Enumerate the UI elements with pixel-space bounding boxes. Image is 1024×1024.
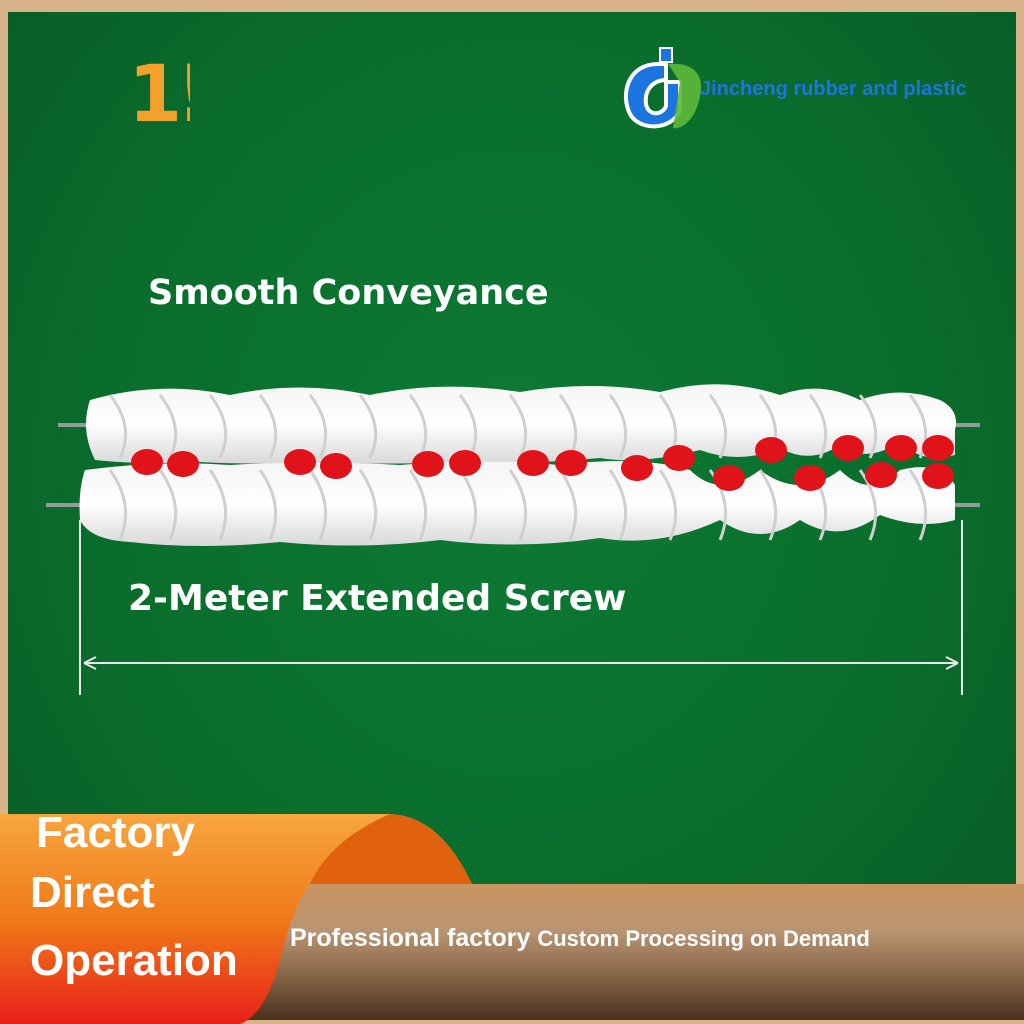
dimension-label: 2-Meter Extended Screw [128, 578, 627, 619]
red-pellet [131, 449, 163, 475]
red-pellet [284, 449, 316, 475]
badge-line-direct: Direct [30, 868, 155, 917]
red-pellet [663, 445, 695, 471]
tagline-part1: Professional factory [290, 924, 531, 952]
red-pellet [320, 453, 352, 479]
lower-screw [79, 461, 956, 546]
jincheng-logo-icon [623, 47, 702, 129]
red-pellet [832, 435, 864, 461]
badge-line-factory: Factory [36, 808, 195, 857]
red-pellet [517, 450, 549, 476]
red-pellet [621, 455, 653, 481]
red-pellet [555, 450, 587, 476]
red-pellet [794, 465, 826, 491]
red-pellet [922, 435, 954, 461]
red-pellet [412, 451, 444, 477]
screw-illustration [46, 384, 980, 695]
red-pellet [885, 435, 917, 461]
red-pellet [449, 450, 481, 476]
orange-ribbon [0, 814, 472, 1024]
tagline: Professional factory Custom Processing o… [290, 924, 870, 953]
tagline-part2: Custom Processing on Demand [537, 926, 870, 951]
pellets [131, 435, 954, 491]
dimension-arrows [83, 656, 959, 670]
headline: Smooth Conveyance [148, 273, 549, 313]
red-pellet [922, 463, 954, 489]
red-pellet [865, 462, 897, 488]
red-pellet [167, 451, 199, 477]
red-pellet [755, 437, 787, 463]
badge-line-operation: Operation [30, 936, 238, 985]
red-pellet [713, 465, 745, 491]
corner-number: 1! [128, 50, 190, 140]
brand-name: Jincheng rubber and plastic [700, 78, 967, 100]
upper-screw [86, 384, 956, 464]
